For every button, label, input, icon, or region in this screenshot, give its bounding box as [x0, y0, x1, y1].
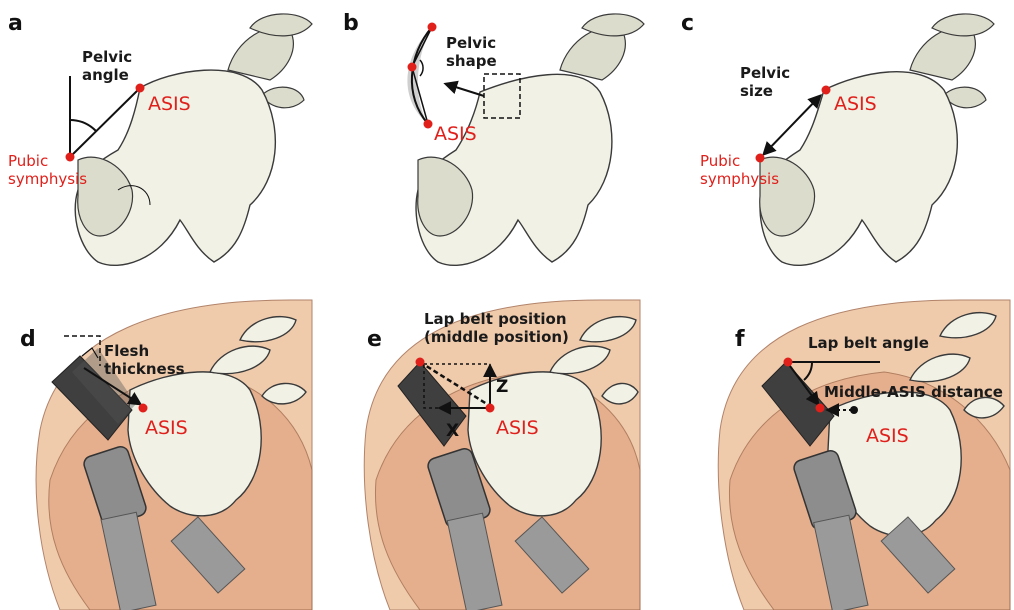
pubic-symphysis-landmark	[756, 154, 765, 163]
pelvic-angle-label-1: Pelvic	[82, 48, 132, 66]
panel-letter-f: f	[735, 327, 745, 352]
panel-a: a Pelvic angle ASIS Pubic symphysis	[8, 11, 312, 265]
pelvic-angle-label-2: angle	[82, 66, 129, 84]
pelvic-size-label-1: Pelvic	[740, 64, 790, 82]
asis-label: ASIS	[496, 417, 539, 439]
asis-landmark	[486, 404, 495, 413]
asis-landmark	[139, 404, 148, 413]
pubic-symphysis-landmark	[66, 153, 75, 162]
flesh-thickness-label-2: thickness	[104, 360, 185, 378]
pubic-label-2: symphysis	[8, 170, 87, 188]
spine-illustration	[560, 14, 644, 80]
asis-label: ASIS	[148, 93, 191, 115]
asis-label: ASIS	[434, 123, 477, 145]
angle-arc	[70, 120, 96, 131]
pelvic-shape-label-2: shape	[446, 52, 497, 70]
pelvic-size-label-2: size	[740, 82, 773, 100]
belt-edge-point	[784, 358, 793, 367]
shape-point-top	[428, 23, 437, 32]
panel-letter-d: d	[20, 327, 36, 352]
panel-b: b Pelvic shape ASIS	[343, 11, 644, 265]
lap-belt-angle-label: Lap belt angle	[808, 334, 929, 352]
pubic-label-1: Pubic	[700, 152, 740, 170]
flesh-thickness-label-1: Flesh	[104, 342, 149, 360]
shape-point-asis	[424, 120, 433, 129]
panel-letter-a: a	[8, 11, 23, 36]
pubic-label-2: symphysis	[700, 170, 779, 188]
panel-letter-b: b	[343, 11, 359, 36]
middle-asis-distance-label: Middle-ASIS distance	[824, 383, 1003, 401]
shape-point-mid	[408, 63, 417, 72]
panel-letter-e: e	[367, 327, 382, 352]
panel-c: c Pelvic size ASIS Pubic symphysis	[681, 11, 994, 265]
zoom-arrow	[446, 84, 484, 96]
lap-belt-position-label-2: (middle position)	[424, 328, 569, 346]
asis-landmark	[822, 86, 831, 95]
panel-e: e Lap belt position (middle position) Z …	[364, 300, 640, 610]
belt-middle-point	[816, 404, 825, 413]
lap-belt-position-label-1: Lap belt position	[424, 310, 567, 328]
x-axis-label: X	[446, 421, 459, 441]
panel-letter-c: c	[681, 11, 694, 36]
belt-middle-point	[416, 358, 425, 367]
pelvic-shape-label-1: Pelvic	[446, 34, 496, 52]
asis-label: ASIS	[834, 93, 877, 115]
asis-label: ASIS	[866, 425, 909, 447]
asis-landmark	[136, 84, 145, 93]
asis-reference-point	[850, 406, 858, 414]
z-axis-label: Z	[496, 377, 508, 397]
asis-label: ASIS	[145, 417, 188, 439]
panel-d: d Flesh thickness ASIS	[20, 300, 312, 610]
panel-f: f Lap belt angle Middle-ASIS distance AS…	[718, 300, 1010, 610]
pubic-label-1: Pubic	[8, 152, 48, 170]
